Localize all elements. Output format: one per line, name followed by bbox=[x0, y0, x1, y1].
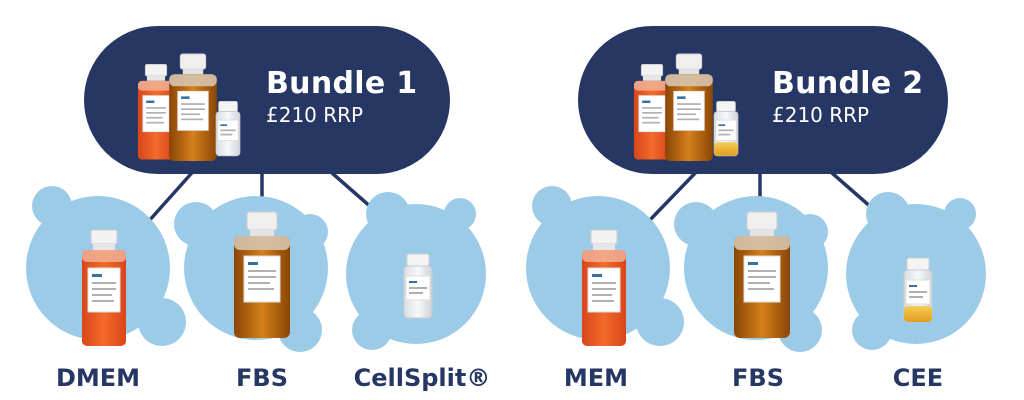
bundle-1-text: Bundle 1 £210 RRP bbox=[266, 66, 417, 127]
product-label-mem: MEM bbox=[563, 364, 629, 392]
vial-icon bbox=[403, 253, 433, 319]
vial-icon bbox=[903, 257, 933, 323]
product-label-dmem: DMEM bbox=[55, 364, 141, 392]
bundle-2-price: £210 RRP bbox=[772, 103, 870, 127]
vial-icon bbox=[215, 100, 241, 157]
connector-bundle2-mem bbox=[646, 164, 704, 224]
vial-icon bbox=[713, 100, 739, 157]
product-label-cee: CEE bbox=[892, 364, 944, 392]
product-label-fbs-1: FBS bbox=[236, 364, 288, 392]
bundle-2-text: Bundle 2 £210 RRP bbox=[772, 66, 923, 127]
connector-bundle1-dmem bbox=[146, 164, 200, 224]
product-label-fbs-2: FBS bbox=[732, 364, 784, 392]
bundle-2-title: Bundle 2 bbox=[772, 66, 924, 101]
bundle-1-price: £210 RRP bbox=[266, 103, 364, 127]
product-label-cellsplit: CellSplit® bbox=[353, 364, 491, 392]
bundle-1-title: Bundle 1 bbox=[266, 66, 418, 101]
